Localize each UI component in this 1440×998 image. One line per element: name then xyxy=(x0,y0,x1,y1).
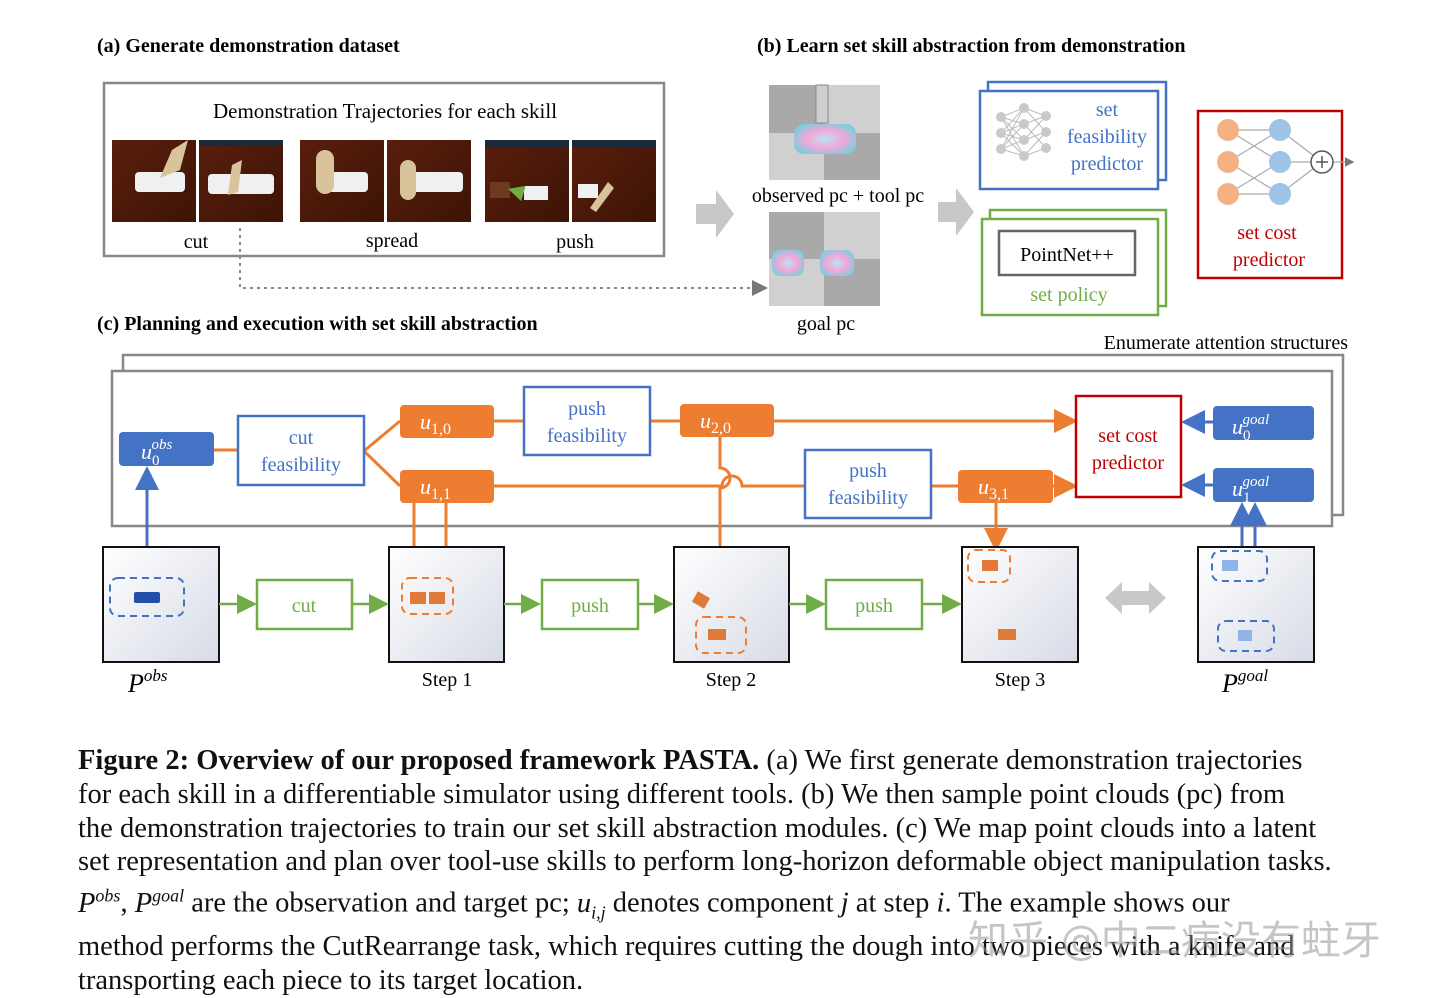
u-2-0-node: u2,0 xyxy=(680,404,774,437)
double-arrow-icon xyxy=(1105,582,1166,614)
feasibility-label-line2: feasibility xyxy=(1067,126,1147,148)
u-3-1-node: u3,1 xyxy=(958,470,1053,503)
u-1-0-node: u1,0 xyxy=(400,405,494,438)
step1-label: Step 1 xyxy=(422,669,473,691)
goal-pc-label: goal pc xyxy=(797,313,855,335)
push-feasibility-1-line1: push xyxy=(568,398,606,420)
step2-image xyxy=(673,546,790,663)
u-2-0-sub: 2,0 xyxy=(711,420,731,437)
watermark: 知乎 @中二病没有蛀牙 xyxy=(968,918,1381,964)
skill-label-spread: spread xyxy=(366,230,418,252)
spread-image-2 xyxy=(387,140,471,222)
p-obs-label: Pobs xyxy=(127,666,168,698)
u-obs-base: u xyxy=(141,439,152,464)
u-goal-0-node: u0goal xyxy=(1213,406,1314,444)
action-push-1-label: push xyxy=(571,595,609,617)
push-feasibility-2-line2: feasibility xyxy=(828,487,908,509)
push-feasibility-1-line2: feasibility xyxy=(547,425,627,447)
cost-label-line2: predictor xyxy=(1233,249,1306,271)
u-goal-0-sup: goal xyxy=(1243,412,1270,428)
set-policy-block: PointNet++ set policy xyxy=(980,208,1168,317)
action-cut-box: cut xyxy=(255,578,354,631)
push-image-2 xyxy=(572,140,656,222)
u-3-1-sub: 3,1 xyxy=(989,486,1009,503)
cut-image-2 xyxy=(199,140,283,222)
step3-label: Step 3 xyxy=(995,669,1046,691)
u-goal-1-sub: 1 xyxy=(1243,490,1251,506)
panel-c: Enumerate attention structures u0obs xyxy=(102,332,1349,698)
u-1-1-node: u1,1 xyxy=(400,470,494,503)
cut-feasibility-line1: cut xyxy=(289,427,314,449)
caption-line6: method performs the CutRearrange task, w… xyxy=(78,931,1295,963)
feasibility-label-line1: set xyxy=(1096,99,1119,121)
p-goal-image xyxy=(1197,546,1315,663)
figure-caption: Figure 2: Overview of our proposed frame… xyxy=(78,744,1423,998)
neural-net-icon xyxy=(996,103,1051,161)
push-feasibility-box-1: push feasibility xyxy=(522,385,652,457)
u-obs-sup: obs xyxy=(152,437,173,453)
u-goal-1-node: u1goal xyxy=(1213,468,1314,506)
action-push-box-2: push xyxy=(824,578,924,631)
p-obs-image xyxy=(102,546,220,663)
panel-b: observed pc + tool pc goal pc xyxy=(752,80,1355,335)
cost-c-line2: predictor xyxy=(1092,452,1165,474)
cost-c-line1: set cost xyxy=(1098,425,1158,447)
push-feasibility-box-2: push feasibility xyxy=(803,448,933,520)
caption-line1: (a) We first generate demonstration traj… xyxy=(759,745,1303,776)
u-obs-sub: 0 xyxy=(152,453,160,469)
flow-arrow-a-to-b xyxy=(696,190,734,238)
u-1-1-sub: 1,1 xyxy=(431,486,451,503)
panel-a-title: (a) Generate demonstration dataset xyxy=(97,35,400,57)
cut-feasibility-line2: feasibility xyxy=(261,454,341,476)
u-goal-0-sub: 0 xyxy=(1243,428,1251,444)
caption-lead: Figure 2: Overview of our proposed frame… xyxy=(78,745,760,776)
action-cut-label: cut xyxy=(292,595,317,617)
demo-trajectories-title: Demonstration Trajectories for each skil… xyxy=(213,99,557,123)
push-image-1 xyxy=(485,140,569,222)
svg-text:u1,0: u1,0 xyxy=(420,409,451,438)
u-1-0-sub: 1,0 xyxy=(431,421,451,438)
goal-pc-image xyxy=(769,212,880,306)
step1-image xyxy=(388,546,505,663)
panel-c-title: (c) Planning and execution with set skil… xyxy=(97,313,538,335)
pointnet-label: PointNet++ xyxy=(1020,244,1114,266)
push-feasibility-2-line1: push xyxy=(849,460,887,482)
flow-arrow-b-obs-to-models xyxy=(938,188,974,236)
cut-image-1 xyxy=(112,140,196,222)
cut-feasibility-box: cut feasibility xyxy=(236,414,366,487)
caption-line4: set representation and plan over tool-us… xyxy=(78,846,1332,878)
observed-pc-label: observed pc + tool pc xyxy=(752,185,924,207)
step3-image xyxy=(961,546,1079,663)
set-policy-label: set policy xyxy=(1030,284,1107,306)
u-obs-node: u0obs xyxy=(119,432,214,469)
u-goal-1-sup: goal xyxy=(1243,474,1270,490)
set-feasibility-predictor-block: set feasibility predictor xyxy=(978,80,1168,191)
panel-b-title: (b) Learn set skill abstraction from dem… xyxy=(757,35,1186,57)
caption-line2: for each skill in a differentiable simul… xyxy=(78,778,1286,810)
cost-label-line1: set cost xyxy=(1237,222,1297,244)
skill-label-push: push xyxy=(556,231,594,253)
action-push-box-1: push xyxy=(540,578,640,631)
set-cost-predictor-box: set cost predictor xyxy=(1074,394,1183,499)
feasibility-label-line3: predictor xyxy=(1071,153,1144,175)
set-cost-predictor-block: set cost predictor xyxy=(1196,109,1355,280)
caption-line5: Pobs, Pgoal are the observation and targ… xyxy=(78,885,1230,923)
p-goal-label: Pgoal xyxy=(1221,666,1268,698)
orange-flow-lines xyxy=(362,409,1078,622)
action-push-2-label: push xyxy=(855,595,893,617)
enumerate-label: Enumerate attention structures xyxy=(1104,332,1349,354)
panel-a: Demonstration Trajectories for each skil… xyxy=(102,81,768,296)
caption-line7: transporting each piece to its target lo… xyxy=(78,964,584,996)
spread-image-1 xyxy=(300,140,384,222)
svg-text:u0obs: u0obs xyxy=(141,437,173,469)
caption-line3: the demonstration trajectories to train … xyxy=(78,812,1317,844)
skill-label-cut: cut xyxy=(184,231,209,253)
step2-label: Step 2 xyxy=(706,669,757,691)
observed-pc-image xyxy=(769,84,880,180)
